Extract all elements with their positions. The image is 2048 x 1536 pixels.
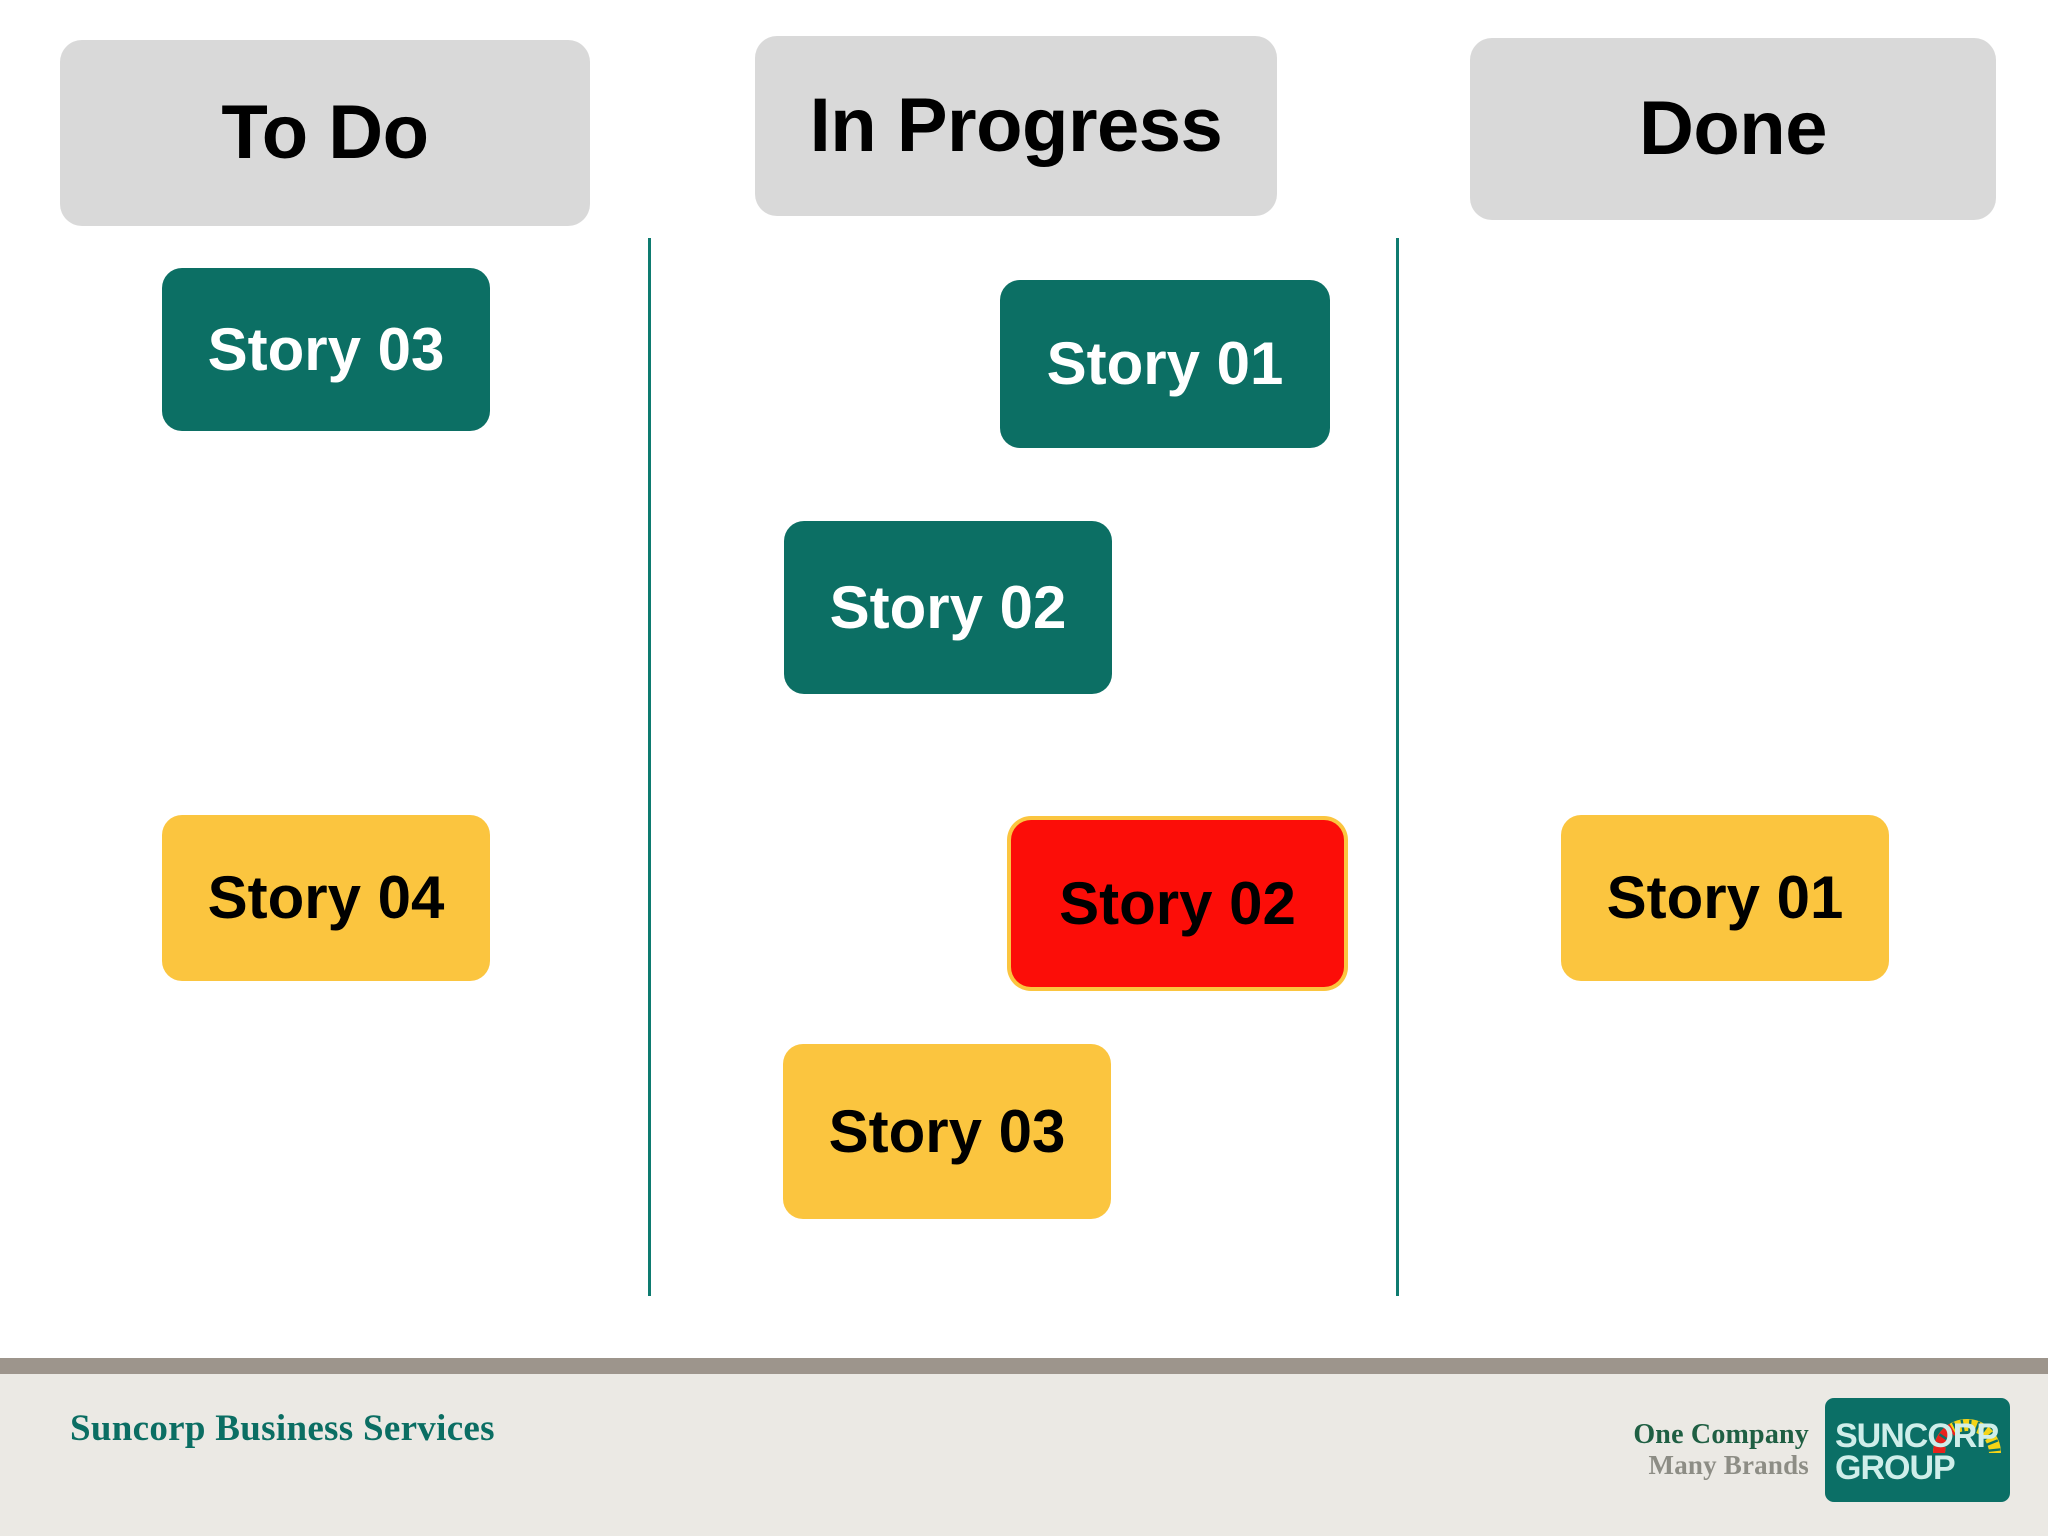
footer-divider-rule [0, 1358, 2048, 1374]
suncorp-logo-lockup: One Company Many Brands [1624, 1392, 2024, 1508]
story-card-label: Story 04 [207, 864, 445, 931]
column-header-todo-label: To Do [221, 90, 429, 175]
logo-tagline-line-2: Many Brands [1648, 1449, 1809, 1480]
suncorp-group-logo: SUNCORP GROUP [1825, 1398, 2010, 1502]
logo-tagline-line-1: One Company [1633, 1419, 1809, 1451]
story-card-inprogress-story-03[interactable]: Story 03 [783, 1044, 1111, 1219]
story-card-inprogress-story-02-blocked[interactable]: Story 02 [1011, 820, 1344, 987]
logo-tagline: One Company Many Brands [1624, 1419, 1825, 1480]
suncorp-sun-icon [1933, 1419, 2001, 1453]
story-card-todo-story-03[interactable]: Story 03 [162, 268, 490, 431]
story-card-inprogress-story-01[interactable]: Story 01 [1000, 280, 1330, 448]
column-divider-left [648, 238, 651, 1296]
story-card-done-story-01[interactable]: Story 01 [1561, 815, 1889, 981]
footer-title: Suncorp Business Services [70, 1408, 495, 1449]
story-card-label: Story 02 [1059, 869, 1296, 937]
kanban-board: To Do In Progress Done Story 03 Story 04… [60, 36, 1996, 1296]
story-card-label: Story 01 [1606, 864, 1844, 931]
story-card-todo-story-04[interactable]: Story 04 [162, 815, 490, 981]
story-card-label: Story 03 [207, 315, 445, 383]
suncorp-group-wordmark: SUNCORP GROUP [1835, 1417, 1999, 1488]
story-card-label: Story 01 [1046, 330, 1284, 397]
column-header-done-label: Done [1639, 86, 1828, 171]
column-header-todo[interactable]: To Do [60, 40, 590, 226]
slide-footer [0, 1374, 2048, 1536]
story-card-inprogress-story-02-teal[interactable]: Story 02 [784, 521, 1112, 694]
story-card-label: Story 03 [828, 1097, 1066, 1165]
logo-wordmark-line-1: SUNCORP [1835, 1417, 1999, 1455]
column-header-done[interactable]: Done [1470, 38, 1996, 220]
column-divider-right [1396, 238, 1399, 1296]
story-card-label: Story 02 [829, 573, 1067, 641]
column-header-in-progress-label: In Progress [809, 83, 1223, 168]
column-header-in-progress[interactable]: In Progress [755, 36, 1277, 216]
logo-wordmark-line-2: GROUP [1835, 1449, 1956, 1488]
